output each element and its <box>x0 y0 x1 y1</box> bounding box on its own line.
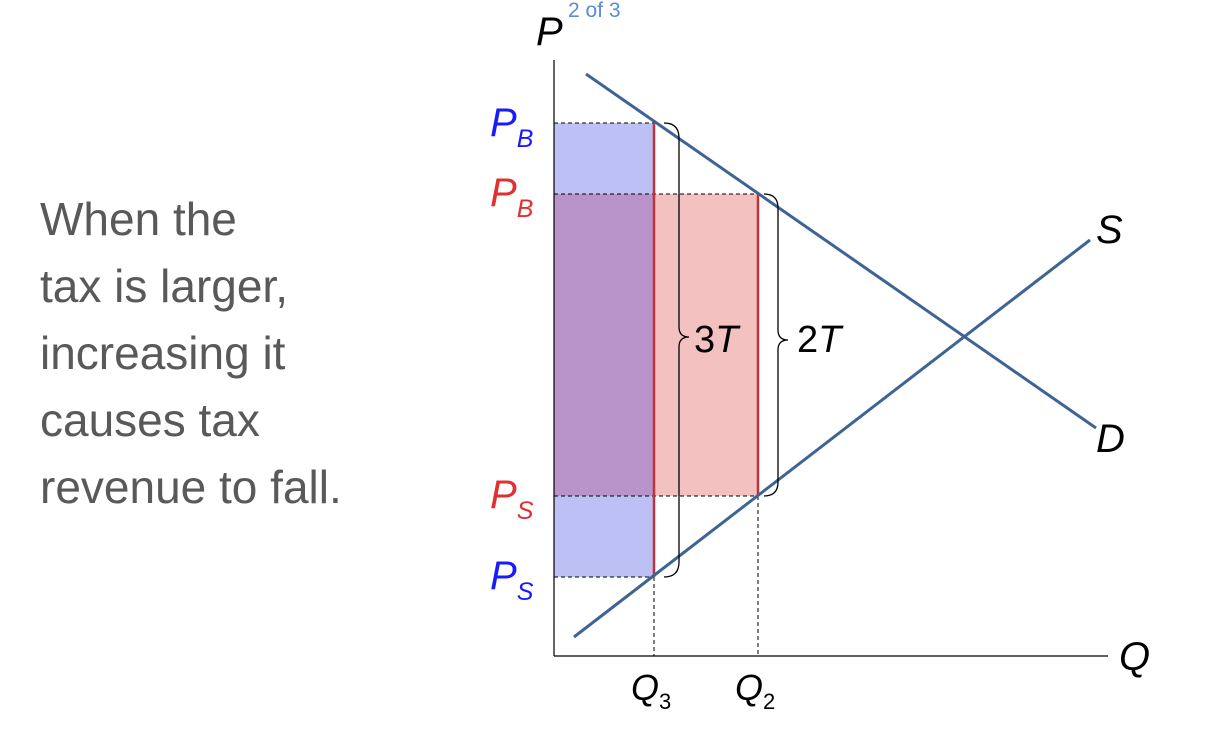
supply-curve <box>573 238 1091 639</box>
caption-line: tax is larger, <box>40 260 288 312</box>
quantity-label-main: Q <box>735 667 763 708</box>
quantity-label-sub: 3 <box>659 689 671 714</box>
y-axis-label: P <box>536 10 563 54</box>
price-label-main: P <box>490 473 517 517</box>
quantity-label-sub: 2 <box>763 689 775 714</box>
caption-line: increasing it <box>40 327 286 379</box>
price-label-sub: S <box>517 578 534 606</box>
revenue-region-small-only <box>654 194 758 496</box>
price-label-sub: B <box>517 195 534 223</box>
revenue-region-large-bottom <box>554 496 654 577</box>
wedge-label-2t: 2T <box>797 319 844 361</box>
price-label-seller-high: PS <box>490 473 534 525</box>
caption-text: When the tax is larger, increasing it ca… <box>40 186 440 521</box>
price-label-main: P <box>490 101 517 145</box>
wedge-var: T <box>715 319 741 361</box>
price-label-buyer-high: PB <box>490 101 533 153</box>
price-label-seller-low: PS <box>490 554 534 606</box>
wedge-var: T <box>818 319 844 361</box>
caption-line: When the <box>40 193 237 245</box>
caption-line: causes tax <box>40 394 260 446</box>
supply-label: S <box>1096 208 1123 252</box>
slide-counter: 2 of 3 <box>568 0 621 22</box>
revenue-region-large-top <box>554 123 654 194</box>
quantity-label-q2: Q2 <box>735 667 775 714</box>
brace-2t <box>763 193 789 497</box>
demand-curve <box>585 72 1097 430</box>
quantity-label-q3: Q3 <box>631 667 671 714</box>
price-label-buyer-low: PB <box>490 171 533 223</box>
demand-label: D <box>1096 417 1125 461</box>
price-label-main: P <box>490 171 517 215</box>
revenue-region-overlap <box>554 194 654 496</box>
price-label-sub: B <box>517 125 534 153</box>
wedge-coef: 2 <box>797 319 818 361</box>
price-label-sub: S <box>517 497 534 525</box>
wedge-label-3t: 3T <box>694 319 741 361</box>
quantity-label-main: Q <box>631 667 659 708</box>
price-label-main: P <box>490 554 517 598</box>
x-axis-label: Q <box>1119 635 1150 679</box>
caption-line: revenue to fall. <box>40 461 342 513</box>
brace-3t <box>663 122 690 578</box>
wedge-coef: 3 <box>694 319 715 361</box>
